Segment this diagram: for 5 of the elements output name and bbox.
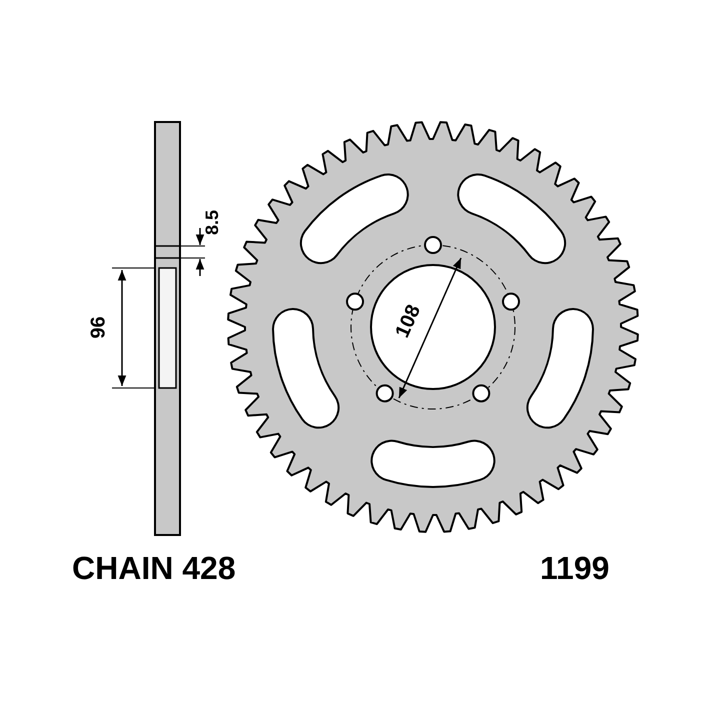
part-number: 1199 bbox=[540, 550, 610, 587]
dimension-label: 96 bbox=[88, 316, 111, 339]
dimension-label: 8.5 bbox=[202, 210, 224, 236]
dimension-label: 108 bbox=[391, 302, 426, 342]
part-caption: CHAIN 428 bbox=[72, 550, 236, 587]
